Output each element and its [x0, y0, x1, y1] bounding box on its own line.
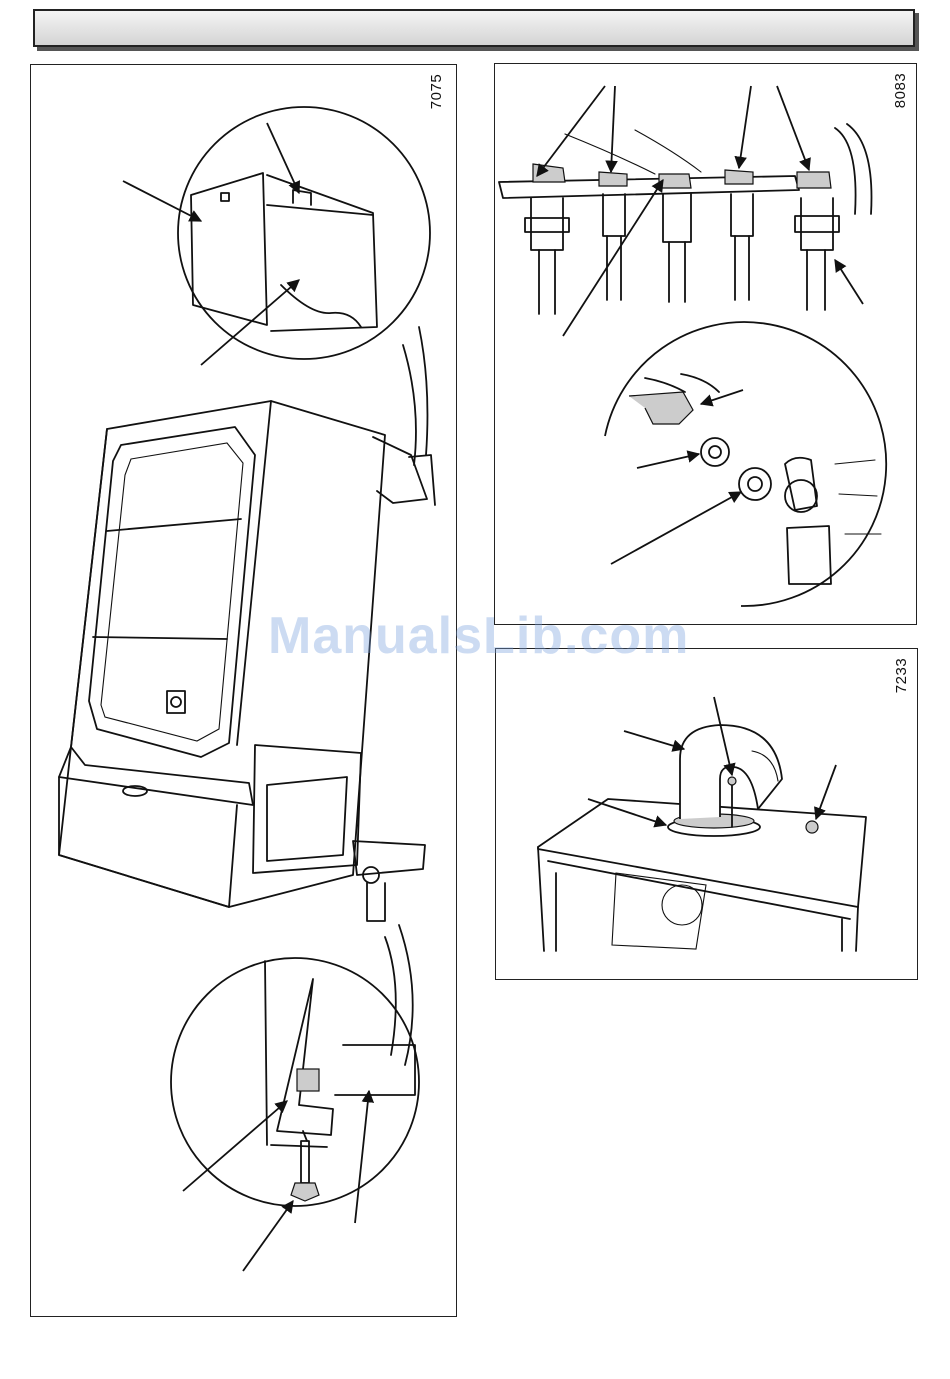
- watermark-text: ManualsLib.com: [268, 606, 689, 666]
- figure-number: 7075: [428, 74, 445, 109]
- detail-circle-top: [178, 107, 430, 359]
- valve-4: [725, 170, 753, 300]
- figure-8083-panel: 8083: [494, 63, 917, 625]
- valve-2: [599, 172, 627, 300]
- figure-7233-panel: 7233: [495, 648, 918, 980]
- valve-1: [525, 164, 569, 314]
- figure-number: 7233: [893, 658, 910, 693]
- figure-8083-drawing: [495, 64, 918, 626]
- figure-7075-panel: 7075: [30, 64, 457, 1317]
- figure-number: 8083: [892, 73, 909, 108]
- figure-7075-drawing: [31, 65, 458, 1318]
- page-header-bar: [33, 9, 915, 47]
- detail-circle-valve: [605, 322, 886, 606]
- valve-5: [795, 172, 839, 310]
- figure-7233-drawing: [496, 649, 919, 981]
